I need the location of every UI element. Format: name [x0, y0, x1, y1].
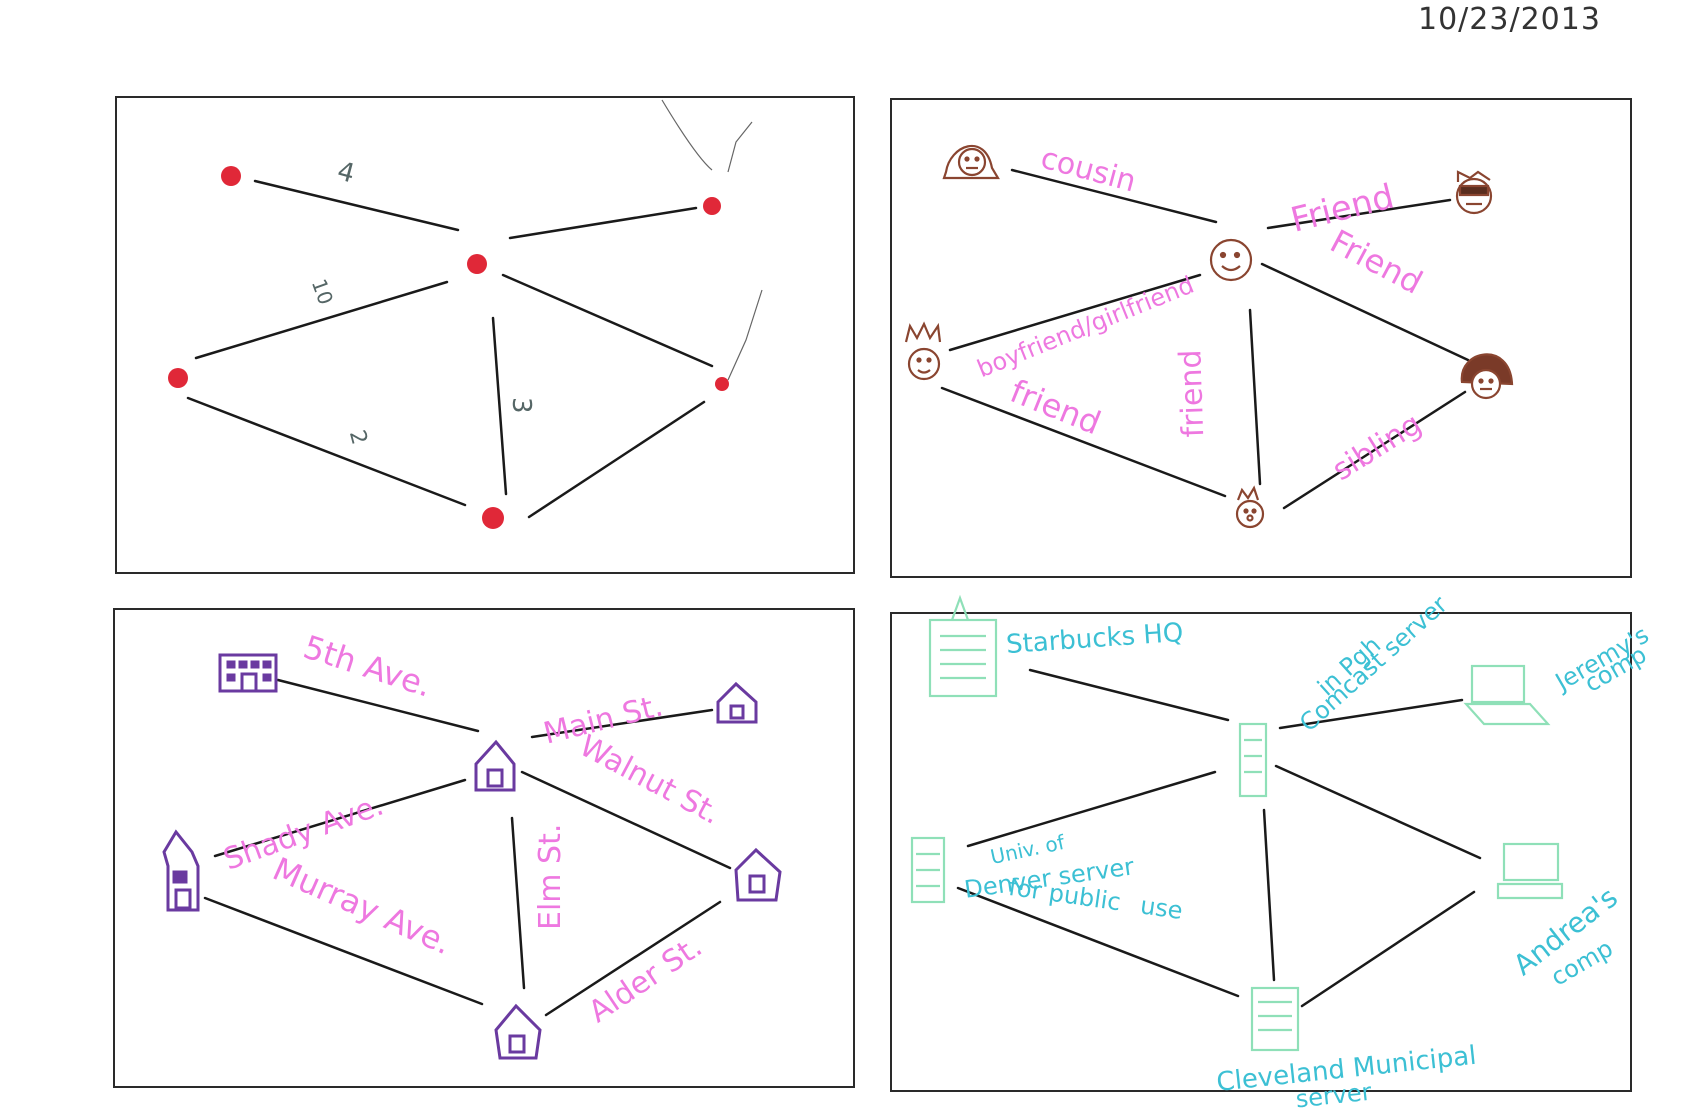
edge — [508, 206, 698, 240]
computer-nodes — [910, 594, 1564, 1052]
edge — [1262, 808, 1276, 982]
desktop-computer-icon — [1496, 842, 1564, 900]
building-nodes — [162, 653, 782, 1060]
edge — [501, 273, 714, 368]
tall-house-icon — [162, 829, 200, 912]
weighted-graph-nodes — [168, 166, 729, 529]
panel-social-graph — [890, 98, 1632, 578]
edge-label: Elm St. — [533, 824, 568, 930]
person-center-icon — [1209, 238, 1253, 282]
edge — [276, 678, 480, 733]
edge — [213, 778, 467, 858]
edge — [1274, 764, 1482, 860]
edge-label: Friend — [1324, 222, 1429, 302]
edge — [966, 770, 1217, 848]
edge-label: 5th Ave. — [299, 628, 436, 705]
panel-computer-network-graph — [890, 612, 1632, 1092]
laptop-icon — [1463, 664, 1551, 726]
weighted-graph — [186, 179, 714, 519]
edge — [1282, 390, 1467, 510]
house-bottom-icon — [494, 1003, 542, 1060]
network-graph — [956, 668, 1482, 1008]
person-bottom-icon — [1235, 485, 1265, 529]
house-center-icon — [474, 739, 516, 792]
edge-label: sibling — [1326, 407, 1427, 488]
house-icon — [716, 681, 758, 724]
edge — [956, 886, 1240, 998]
street-name-labels: 5th Ave. Main St. Shady Ave. Walnut St. … — [219, 628, 726, 1030]
node-dot — [221, 166, 241, 186]
edge — [1248, 308, 1262, 486]
weight-labels: 4 10 3 2 — [307, 156, 536, 447]
server-left-icon — [910, 836, 946, 904]
node-dot — [467, 254, 487, 274]
edge — [1300, 890, 1476, 1008]
edge-weight: 3 — [506, 397, 536, 414]
edge-weight: 4 — [334, 156, 358, 189]
street-graph — [203, 678, 732, 1017]
node-label: Comcast server — [1294, 590, 1453, 737]
server-tower-icon — [928, 594, 998, 698]
date-label: 10/23/2013 — [1418, 2, 1601, 37]
edge — [491, 316, 508, 496]
edge — [1028, 668, 1230, 722]
edge — [1010, 168, 1218, 224]
node-dot — [715, 377, 729, 391]
edge-label: friend — [1173, 349, 1211, 438]
stray-pen-marks — [661, 99, 763, 381]
edge-label: boyfriend/girlfriend — [973, 271, 1198, 384]
person-dark-hair-icon — [1460, 353, 1514, 400]
edge — [203, 896, 484, 1006]
edge — [948, 273, 1202, 352]
edge — [1266, 198, 1452, 230]
edge-weight: 10 — [307, 276, 338, 308]
edge-label: Walnut St. — [574, 729, 727, 832]
node-dot — [703, 197, 721, 215]
server-bottom-icon — [1250, 986, 1300, 1052]
node-dot — [168, 368, 188, 388]
node-dot — [482, 507, 504, 529]
person-long-hair-icon — [942, 144, 1000, 180]
edge — [527, 400, 706, 519]
apartment-building-icon — [218, 653, 278, 693]
node-label: Starbucks HQ — [1005, 618, 1184, 660]
edge-weight: 2 — [344, 427, 372, 447]
edge — [510, 816, 526, 990]
face-nodes — [904, 144, 1514, 529]
house-right-icon — [734, 847, 782, 902]
edge-label: Murray Ave. — [267, 850, 457, 962]
person-sunglasses-icon — [1455, 170, 1493, 215]
edge — [194, 280, 449, 360]
edge — [520, 770, 732, 870]
relationship-labels: cousin Friend boyfriend/girlfriend Frien… — [973, 141, 1429, 488]
node-label: use — [1139, 891, 1185, 925]
network-node-labels: Starbucks HQ Comcast server in Pgh Jerem… — [963, 590, 1654, 1109]
edge — [186, 396, 467, 507]
person-spiky-hair-icon — [904, 321, 942, 381]
edge — [1278, 698, 1464, 730]
edge — [940, 386, 1227, 498]
edge — [544, 900, 722, 1017]
social-graph — [940, 168, 1470, 510]
edge — [253, 179, 460, 232]
edge — [530, 708, 714, 739]
server-center-icon — [1238, 722, 1268, 798]
edge — [1260, 262, 1470, 362]
